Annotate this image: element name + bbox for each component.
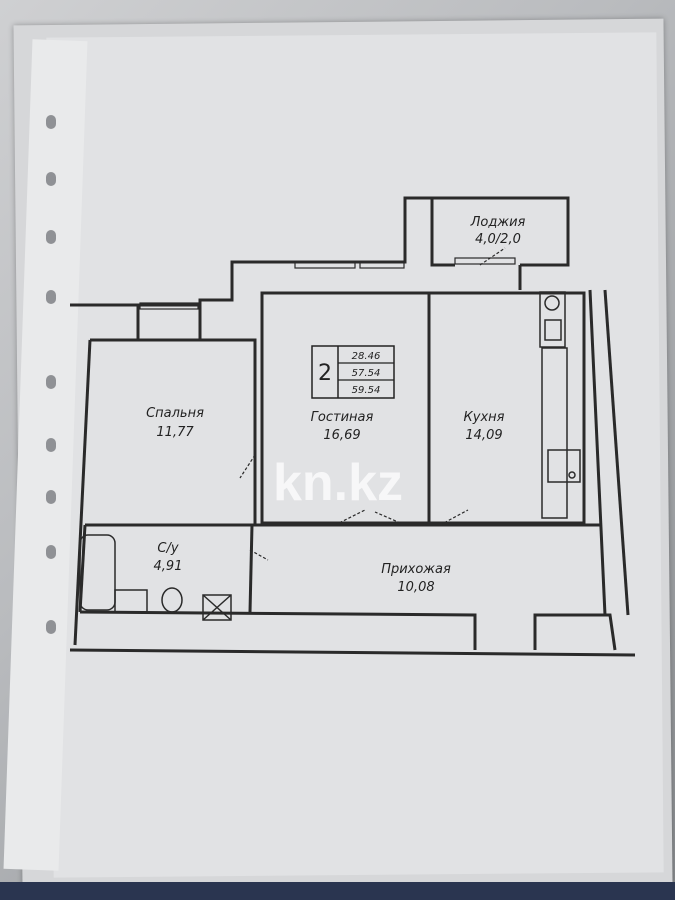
windows [139,257,516,310]
area-summary-box: 2 28.46 57.54 59.54 [311,345,395,399]
total-area: 57.54 [352,368,381,379]
room-name-bathroom: С/у [157,541,178,556]
room-area-living-room: 16,69 [323,428,360,443]
room-name-loggia: Лоджия [470,215,526,230]
punch-hole [46,230,56,244]
room-name-living-room: Гостиная [311,410,374,425]
doors [239,247,506,561]
punch-hole [46,290,56,304]
punch-hole [46,375,56,389]
rooms-count: 2 [318,361,332,386]
punch-hole [46,438,56,452]
room-area-hallway: 10,08 [397,580,434,595]
room-name-hallway: Прихожая [381,562,451,577]
room-area-loggia: 4,0/2,0 [475,232,521,247]
punch-hole [46,545,56,559]
kitchen-fixtures [539,291,581,519]
living-area: 28.46 [352,351,381,362]
watermark: kn.kz [273,454,403,512]
room-area-bathroom: 4,91 [154,559,183,574]
room-name-kitchen: Кухня [464,410,505,425]
bathroom-fixtures [79,534,232,621]
total-area-with-loggia: 59.54 [352,385,381,396]
room-area-bedroom: 11,77 [156,425,194,440]
punch-hole [46,620,56,634]
punch-hole [46,115,56,129]
punch-hole [46,172,56,186]
room-name-bedroom: Спальня [146,406,204,421]
fabric-edge [0,882,675,900]
walls [69,196,636,657]
punch-hole [46,490,56,504]
room-area-kitchen: 14,09 [465,428,502,443]
